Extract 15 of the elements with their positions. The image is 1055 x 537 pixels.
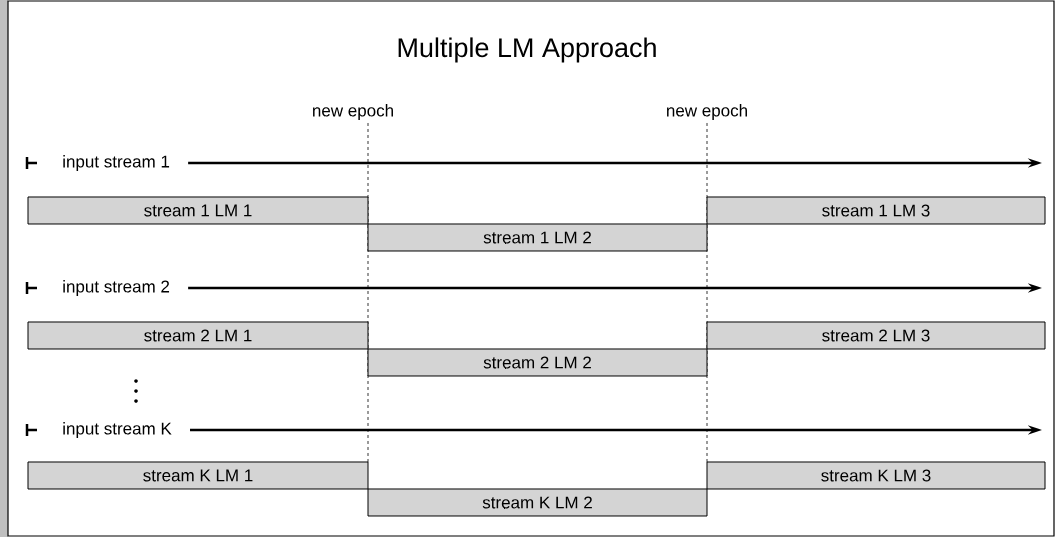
epoch-label: new epoch xyxy=(313,104,393,120)
model-bar: stream 1 LM 3 xyxy=(706,196,1046,225)
model-bar: stream K LM 2 xyxy=(367,488,708,517)
model-bar: stream 1 LM 2 xyxy=(367,223,708,252)
model-bar: stream 2 LM 1 xyxy=(27,321,369,350)
model-bar: stream K LM 1 xyxy=(27,461,369,490)
model-bar: stream 2 LM 2 xyxy=(367,348,708,377)
title: Multiple LM Approach xyxy=(398,37,656,63)
stream-label: input stream 2 xyxy=(63,280,170,296)
stream-label: input stream K xyxy=(63,422,172,438)
model-bar: stream 1 LM 1 xyxy=(27,196,369,225)
epoch-label: new epoch xyxy=(667,104,747,120)
stream-label: input stream 1 xyxy=(63,155,170,171)
model-bar: stream K LM 3 xyxy=(706,461,1046,490)
model-bar: stream 2 LM 3 xyxy=(706,321,1046,350)
